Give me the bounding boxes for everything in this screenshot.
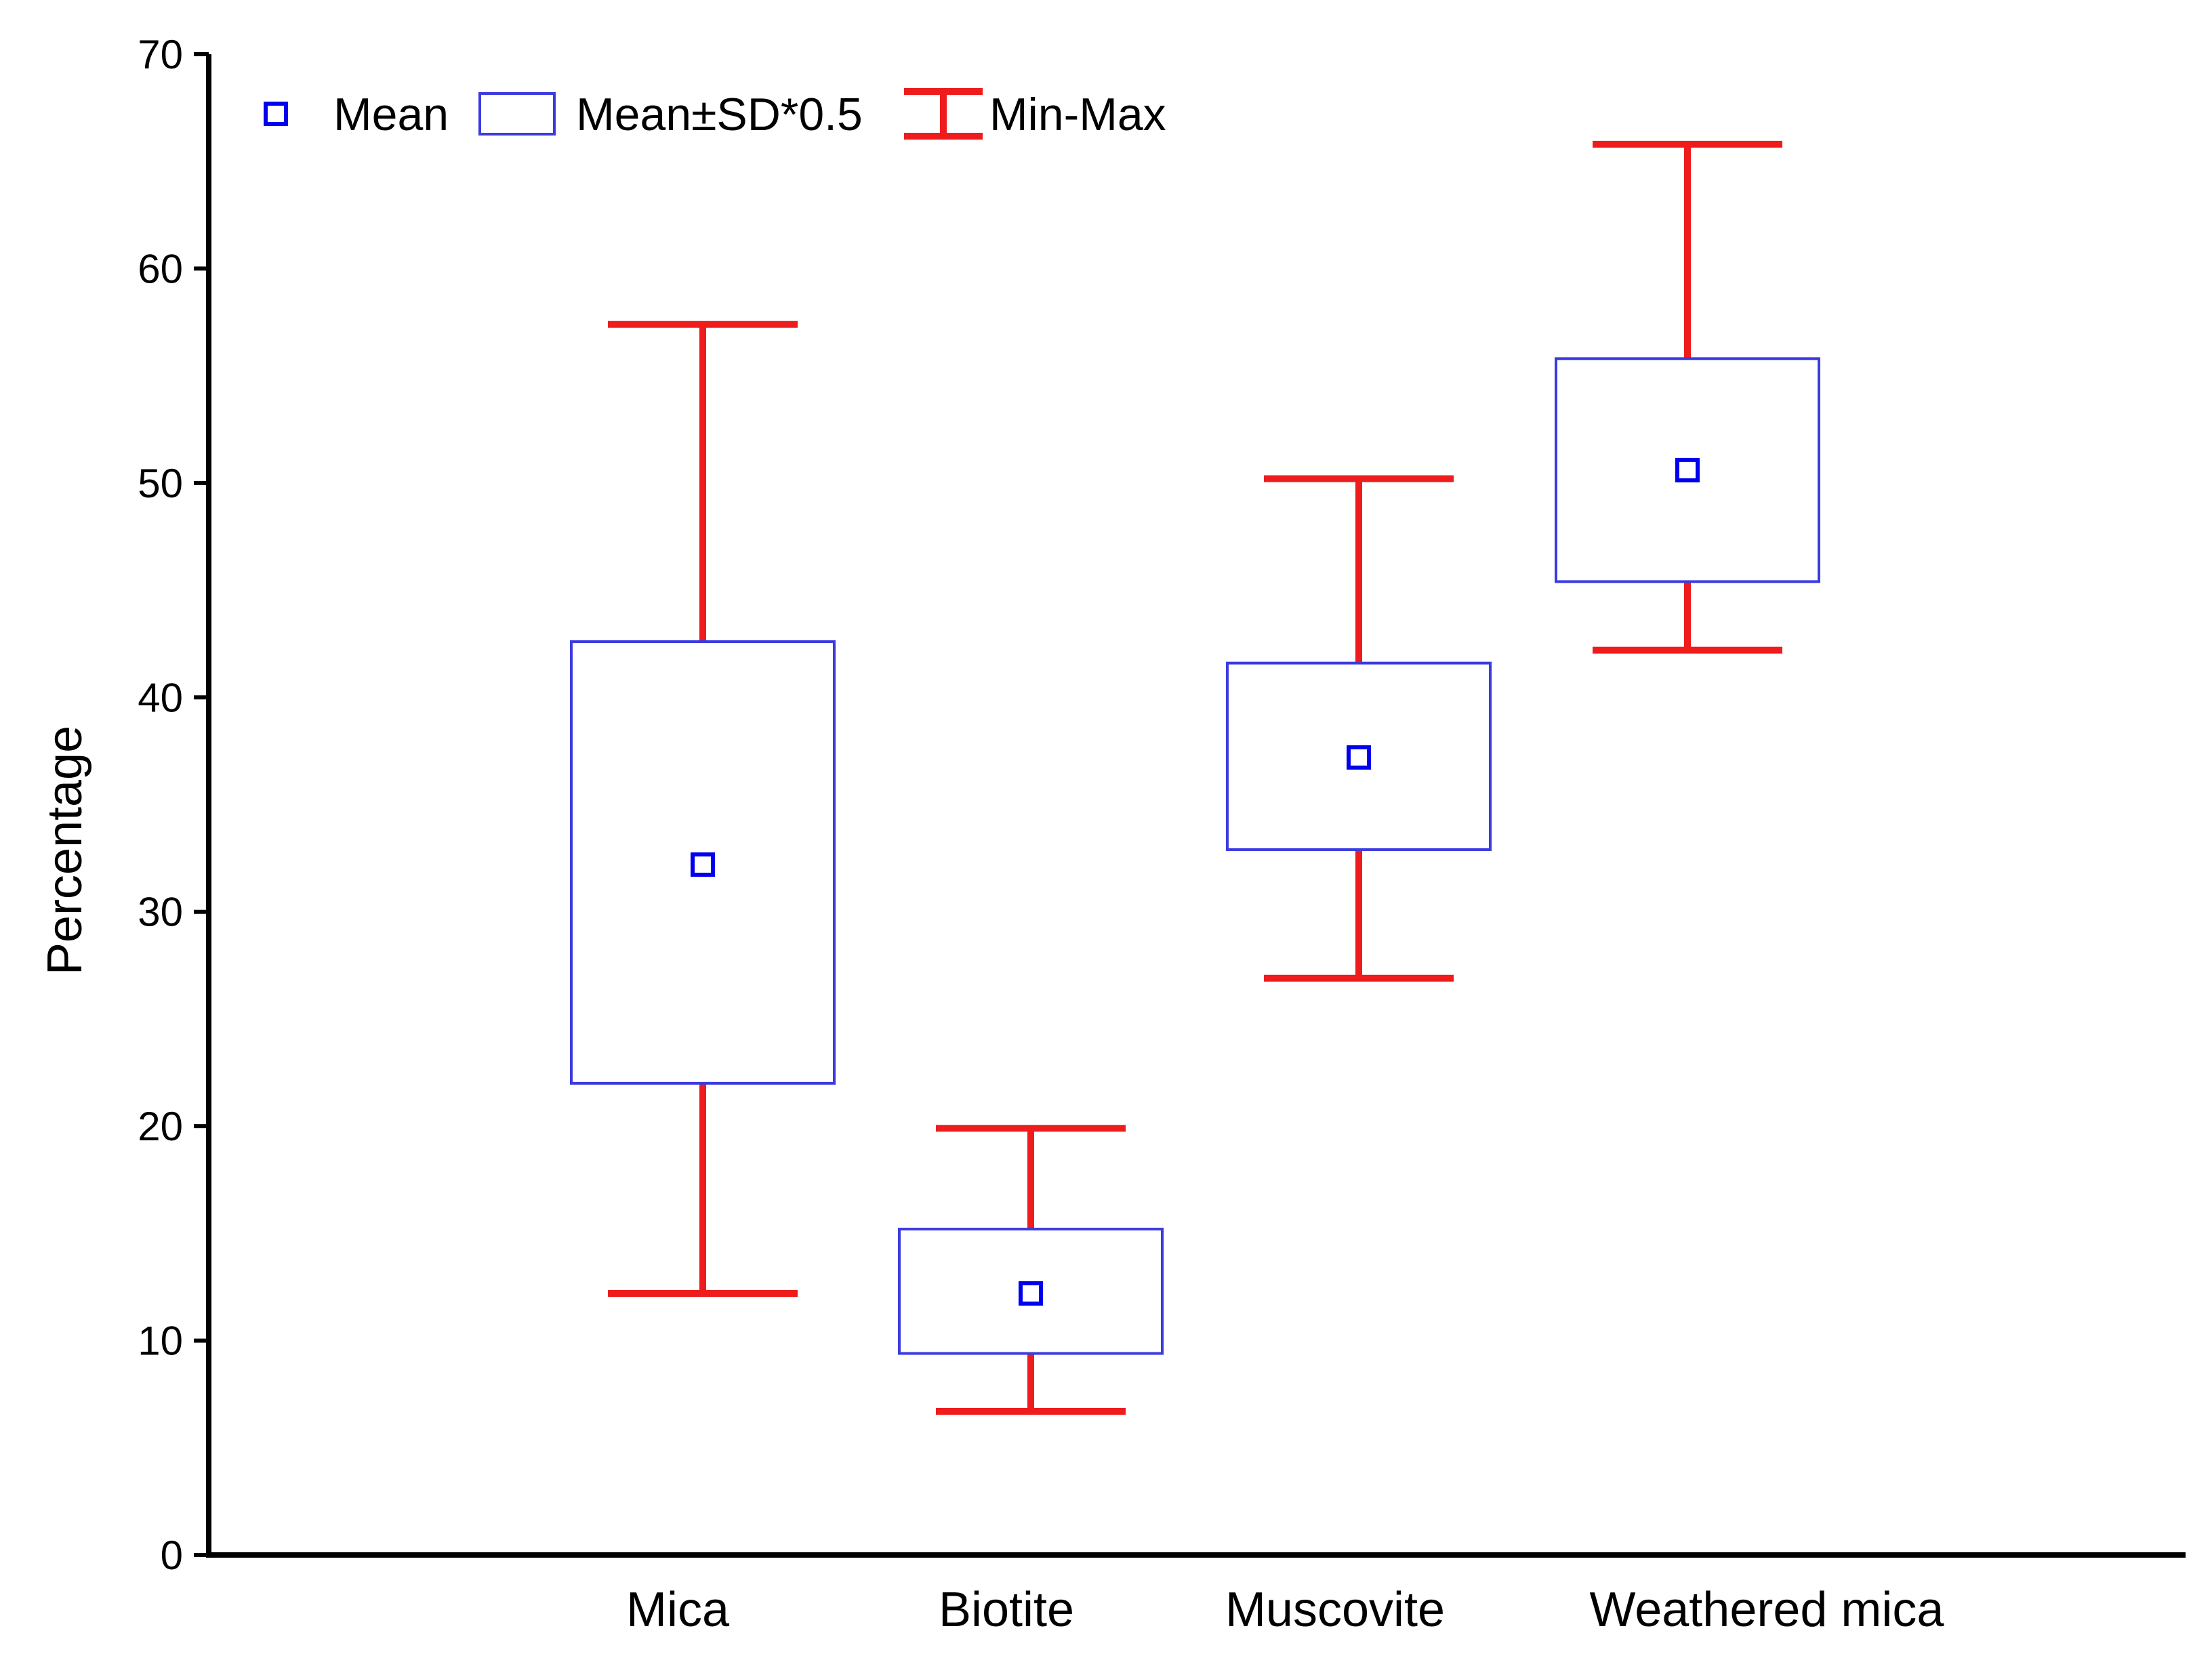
legend-whisker-icon — [904, 88, 983, 140]
x-category-label: Mica — [626, 1583, 730, 1637]
legend-mean-label: Mean — [333, 89, 449, 140]
axes — [206, 54, 2186, 1558]
legend-mean-icon — [264, 102, 288, 126]
box-group — [898, 1125, 1164, 1415]
sd-box — [898, 1228, 1164, 1355]
x-category-label: Muscovite — [1225, 1583, 1445, 1637]
y-tick-label: 70 — [138, 32, 183, 77]
box-group — [1555, 140, 1820, 654]
legend-box-label: Mean±SD*0.5 — [576, 89, 863, 140]
plot-area — [570, 140, 1820, 1415]
sd-box — [570, 640, 836, 1085]
mean-marker — [1675, 457, 1700, 482]
mean-marker — [1019, 1281, 1043, 1306]
y-tick-label: 60 — [138, 246, 183, 291]
box-group — [570, 320, 836, 1297]
y-tick-label: 30 — [138, 890, 183, 935]
y-tick-label: 10 — [138, 1319, 183, 1364]
y-axis-title: Percentage — [38, 726, 92, 975]
box-group — [1226, 475, 1492, 982]
x-category-label: Biotite — [939, 1583, 1074, 1637]
sd-box — [1555, 357, 1820, 583]
legend: Mean Mean±SD*0.5 Min-Max — [264, 88, 1166, 140]
x-category-label: Weathered mica — [1590, 1583, 1945, 1637]
y-ticks: 0 10 20 30 40 50 60 70 — [138, 32, 209, 1578]
mean-marker — [1347, 745, 1371, 770]
y-tick-label: 50 — [138, 461, 183, 506]
y-tick-label: 20 — [138, 1104, 183, 1149]
y-tick-label: 0 — [161, 1533, 183, 1578]
legend-whisker-label: Min-Max — [989, 89, 1166, 140]
x-category-labels: Mica Biotite Muscovite Weathered mica — [626, 1583, 1944, 1637]
y-tick-label: 40 — [138, 675, 183, 720]
legend-box-icon — [478, 92, 556, 136]
mean-marker — [691, 852, 715, 877]
sd-box — [1226, 661, 1492, 851]
